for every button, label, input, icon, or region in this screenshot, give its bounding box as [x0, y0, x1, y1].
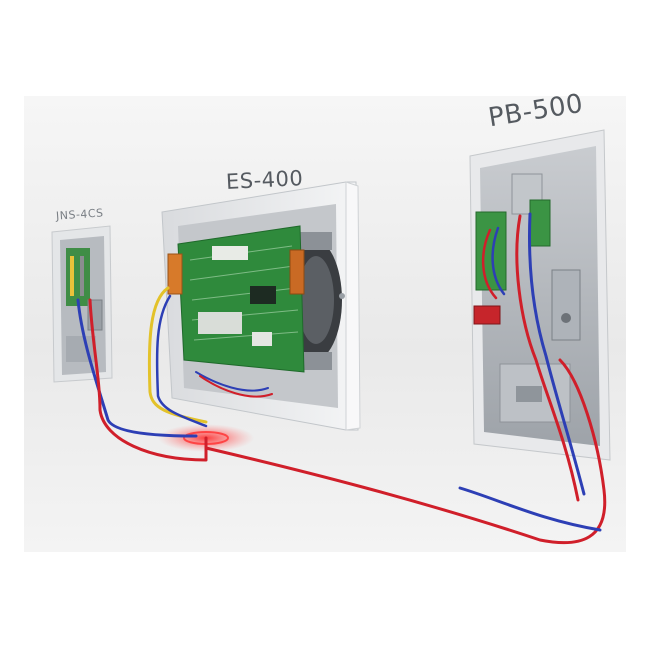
- red-wire-right: [515, 214, 580, 502]
- blue-wire-left: [76, 298, 198, 438]
- blue-wire-right: [528, 212, 586, 496]
- blue-wire-bottom: [458, 486, 602, 532]
- jns-4cs-device: [51, 225, 113, 383]
- red-wire-main: [204, 358, 607, 545]
- pb-500-device: [469, 129, 611, 461]
- yellow-wire: [147, 286, 208, 424]
- es-400-label: ES-400: [225, 165, 304, 195]
- terminal-block-right: [289, 249, 305, 295]
- terminal-block-left: [167, 253, 183, 295]
- red-wire-left: [88, 298, 208, 462]
- es-400-device: [161, 181, 361, 431]
- red-switch: [473, 305, 501, 325]
- wiring: [76, 212, 607, 545]
